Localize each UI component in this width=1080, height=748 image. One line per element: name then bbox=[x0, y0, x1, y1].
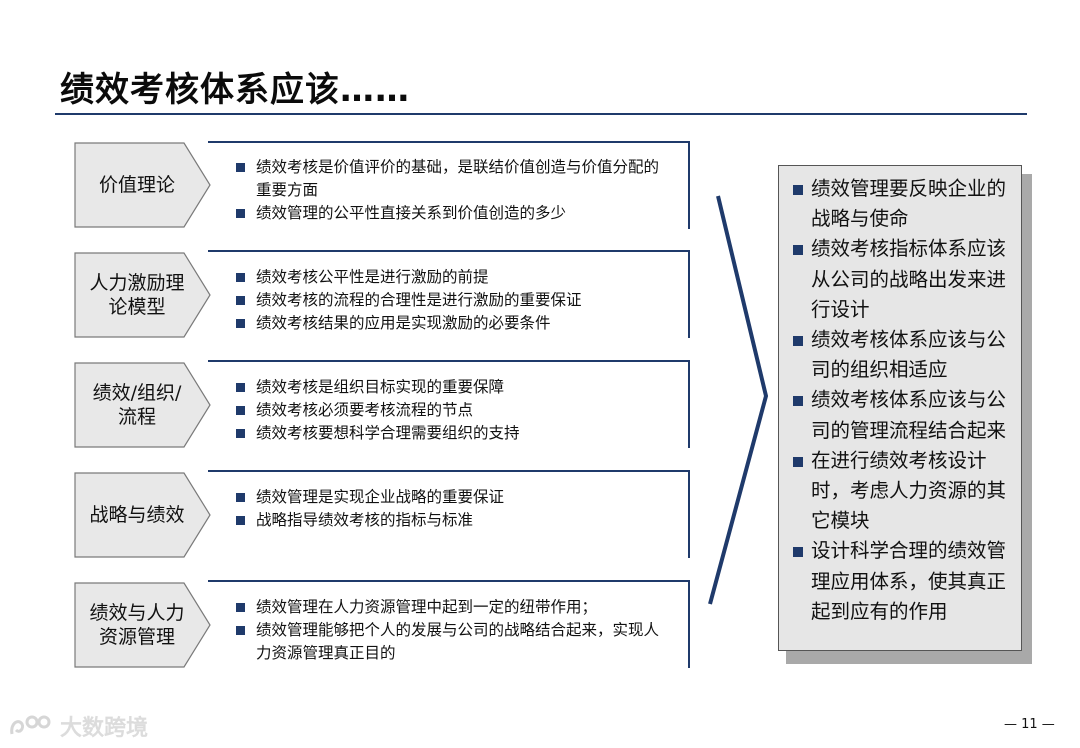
row-bracket bbox=[208, 250, 690, 338]
bullet-square-icon bbox=[236, 163, 245, 172]
list-item: 绩效考核是价值评价的基础，是联结价值创造与价值分配的重要方面 bbox=[236, 156, 666, 202]
bullet-square-icon bbox=[236, 383, 245, 392]
bullet-square-icon bbox=[236, 209, 245, 218]
page-number: — 11 — bbox=[1004, 717, 1055, 732]
list-item: 绩效考核必须要考核流程的节点 bbox=[236, 399, 666, 422]
list-item: 绩效考核体系应该与公司的组织相适应 bbox=[793, 325, 1013, 385]
bullet-square-icon bbox=[236, 429, 245, 438]
row-bullet-list: 绩效考核是价值评价的基础，是联结价值创造与价值分配的重要方面 绩效管理的公平性直… bbox=[236, 156, 666, 225]
bullet-square-icon bbox=[793, 336, 803, 347]
bullet-square-icon bbox=[793, 396, 803, 407]
list-item: 绩效管理是实现企业战略的重要保证 bbox=[236, 486, 666, 509]
bullet-square-icon bbox=[793, 185, 803, 195]
label-arrow-motivation-model: 人力激励理论模型 bbox=[74, 252, 212, 338]
bullet-square-icon bbox=[236, 406, 245, 415]
row-bullet-list: 绩效管理是实现企业战略的重要保证 战略指导绩效考核的指标与标准 bbox=[236, 486, 666, 532]
watermark-logo-icon bbox=[10, 715, 51, 735]
list-item: 绩效管理在人力资源管理中起到一定的纽带作用； bbox=[236, 596, 666, 619]
label-arrow-performance-org-process: 绩效/组织/流程 bbox=[74, 362, 212, 448]
watermark: 大数跨境 bbox=[8, 710, 148, 742]
bullet-square-icon bbox=[236, 319, 245, 328]
row-bullet-list: 绩效考核是组织目标实现的重要保障 绩效考核必须要考核流程的节点 绩效考核要想科学… bbox=[236, 376, 666, 445]
row-label: 绩效/组织/流程 bbox=[92, 382, 182, 428]
bullet-square-icon bbox=[236, 273, 245, 282]
page-title: 绩效考核体系应该…… bbox=[60, 70, 410, 110]
bullet-square-icon bbox=[793, 456, 803, 467]
list-item: 绩效考核体系应该与公司的管理流程结合起来 bbox=[793, 385, 1013, 445]
list-item: 绩效管理能够把个人的发展与公司的战略结合起来，实现人力资源管理真正目的 bbox=[236, 619, 666, 665]
row-bullet-list: 绩效管理在人力资源管理中起到一定的纽带作用； 绩效管理能够把个人的发展与公司的战… bbox=[236, 596, 666, 665]
watermark-text: 大数跨境 bbox=[60, 716, 149, 741]
row-bracket bbox=[208, 141, 690, 229]
list-item: 绩效考核公平性是进行激励的前提 bbox=[236, 266, 666, 289]
summary-list: 绩效管理要反映企业的战略与使命 绩效考核指标体系应该从公司的战略出发来进行设计 … bbox=[793, 174, 1013, 627]
title-divider bbox=[55, 113, 1027, 115]
label-arrow-performance-hr: 绩效与人力资源管理 bbox=[74, 582, 212, 668]
row-label: 人力激励理论模型 bbox=[89, 272, 185, 318]
list-item: 绩效管理的公平性直接关系到价值创造的多少 bbox=[236, 202, 666, 225]
bullet-square-icon bbox=[793, 245, 803, 256]
arrow-shape bbox=[74, 362, 211, 448]
bullet-square-icon bbox=[236, 603, 245, 612]
list-item: 绩效考核的流程的合理性是进行激励的重要保证 bbox=[236, 289, 666, 312]
row-bullet-list: 绩效考核公平性是进行激励的前提 绩效考核的流程的合理性是进行激励的重要保证 绩效… bbox=[236, 266, 666, 335]
chevron-connector-icon bbox=[708, 195, 769, 605]
row-bracket bbox=[208, 360, 690, 448]
list-item: 设计科学合理的绩效管理应用体系，使其真正起到应有的作用 bbox=[793, 536, 1013, 627]
row-label: 战略与绩效 bbox=[89, 504, 185, 526]
list-item: 战略指导绩效考核的指标与标准 bbox=[236, 509, 666, 532]
arrow-shape bbox=[74, 582, 211, 668]
row-label: 价值理论 bbox=[98, 174, 175, 196]
arrow-shape bbox=[74, 142, 211, 228]
arrow-shape bbox=[74, 252, 211, 338]
row-bracket bbox=[208, 470, 690, 558]
list-item: 绩效考核是组织目标实现的重要保障 bbox=[236, 376, 666, 399]
arrow-shape bbox=[74, 472, 211, 558]
bullet-square-icon bbox=[236, 296, 245, 305]
row-bracket bbox=[208, 580, 690, 668]
list-item: 绩效管理要反映企业的战略与使命 bbox=[793, 174, 1013, 234]
label-arrow-value-theory: 价值理论 bbox=[74, 142, 212, 228]
bullet-square-icon bbox=[236, 626, 245, 635]
bullet-square-icon bbox=[236, 516, 245, 525]
row-label: 绩效与人力资源管理 bbox=[89, 602, 185, 648]
bullet-square-icon bbox=[236, 493, 245, 502]
list-item: 绩效考核结果的应用是实现激励的必要条件 bbox=[236, 312, 666, 335]
list-item: 绩效考核要想科学合理需要组织的支持 bbox=[236, 422, 666, 445]
list-item: 在进行绩效考核设计时，考虑人力资源的其它模块 bbox=[793, 446, 1013, 537]
list-item: 绩效考核指标体系应该从公司的战略出发来进行设计 bbox=[793, 234, 1013, 325]
bullet-square-icon bbox=[793, 547, 803, 558]
label-arrow-strategy-performance: 战略与绩效 bbox=[74, 472, 212, 558]
summary-box: 绩效管理要反映企业的战略与使命 绩效考核指标体系应该从公司的战略出发来进行设计 … bbox=[778, 165, 1022, 651]
